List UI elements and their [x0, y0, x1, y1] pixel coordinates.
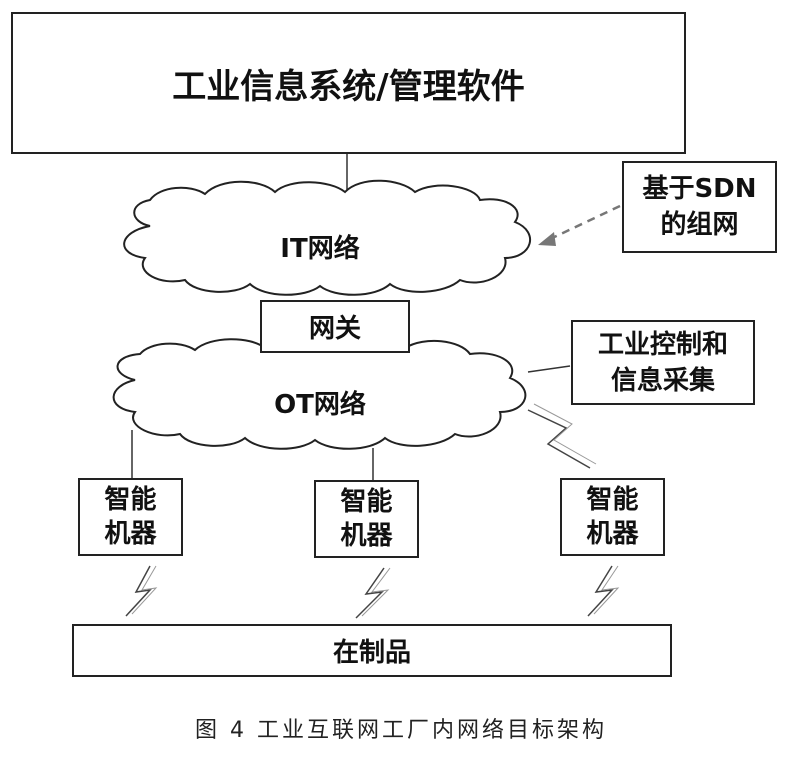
sdn-label-line-1: 基于SDN	[642, 174, 757, 204]
sdn-box: 基于SDN 的组网	[622, 161, 777, 253]
machine-2-line-2: 机器	[340, 521, 393, 551]
control-link	[527, 365, 571, 373]
wireless-bolt-m3-edge	[593, 565, 620, 615]
smart-machine-3: 智能 机器	[560, 478, 665, 556]
ot-network-cloud	[112, 337, 527, 450]
sdn-arrowhead	[538, 232, 556, 246]
control-label-line-2: 信息采集	[610, 365, 715, 396]
wireless-bolt-m2	[355, 567, 385, 619]
it-systems-label: 工业信息系统/管理软件	[172, 66, 525, 107]
machine-2-line-1: 智能	[340, 487, 393, 517]
wireless-bolt-m2-edge	[361, 567, 391, 617]
ot-network-label: OT网络	[274, 390, 366, 420]
it-network-label: IT网络	[280, 234, 360, 264]
control-label-line-1: 工业控制和	[597, 329, 728, 360]
it-network-cloud	[123, 179, 532, 296]
machine-3-line-1: 智能	[586, 485, 639, 515]
control-box: 工业控制和 信息采集	[571, 320, 755, 405]
wireless-bolt-m1	[125, 565, 152, 617]
wireless-bolt-ot-m3-edge	[533, 403, 597, 465]
figure-caption: 图 4 工业互联网工厂内网络目标架构	[195, 718, 607, 743]
it-systems-box: 工业信息系统/管理软件	[11, 12, 686, 154]
smart-machine-1: 智能 机器	[78, 478, 183, 556]
wireless-bolt-m3	[587, 565, 614, 617]
gateway-label: 网关	[308, 314, 361, 344]
machine-1-line-1: 智能	[104, 485, 157, 515]
machine-1-line-2: 机器	[104, 519, 157, 549]
wireless-bolt-m1-edge	[131, 565, 158, 615]
wireless-bolt-ot-m3	[527, 409, 591, 469]
machine-3-line-2: 机器	[586, 519, 639, 549]
wip-box: 在制品	[72, 624, 672, 677]
sdn-label-line-2: 的组网	[660, 210, 739, 240]
gateway-box: 网关	[260, 300, 410, 353]
wip-label: 在制品	[332, 638, 411, 668]
smart-machine-2: 智能 机器	[314, 480, 419, 558]
sdn-arrow	[547, 204, 621, 242]
